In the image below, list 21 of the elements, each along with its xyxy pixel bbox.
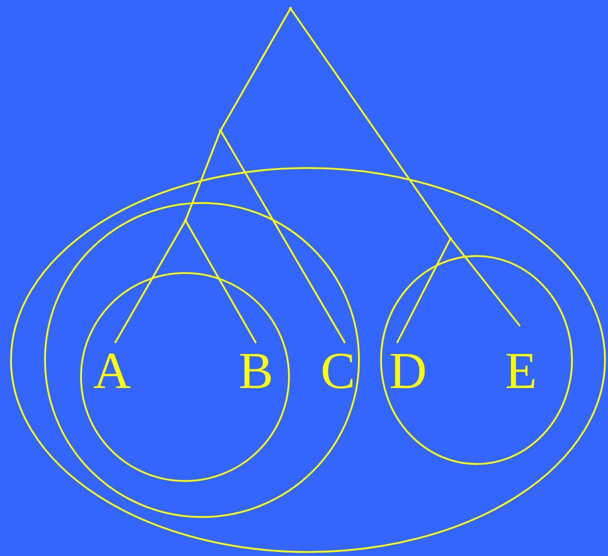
tree-branch [220,130,346,344]
branch-point [184,219,187,222]
leaf-label: D [384,343,432,398]
tree-branch [290,8,452,240]
set-circle [80,272,290,482]
tree-branch [184,220,257,344]
tree-branch [184,130,222,221]
leaf-label: E [496,326,546,398]
tree-branch [396,238,452,344]
branch-point [289,7,292,10]
tree-branch [114,220,186,344]
leaf-label: B [232,343,280,398]
tree-branch [450,238,521,327]
set-circle [44,202,360,518]
set-ellipse [10,167,606,553]
leaf-label: C [314,343,362,398]
branch-point [219,129,222,132]
branch-point [449,237,452,240]
set-circle [380,255,573,465]
tree-branch [220,8,292,131]
leaf-label: A [88,343,136,398]
